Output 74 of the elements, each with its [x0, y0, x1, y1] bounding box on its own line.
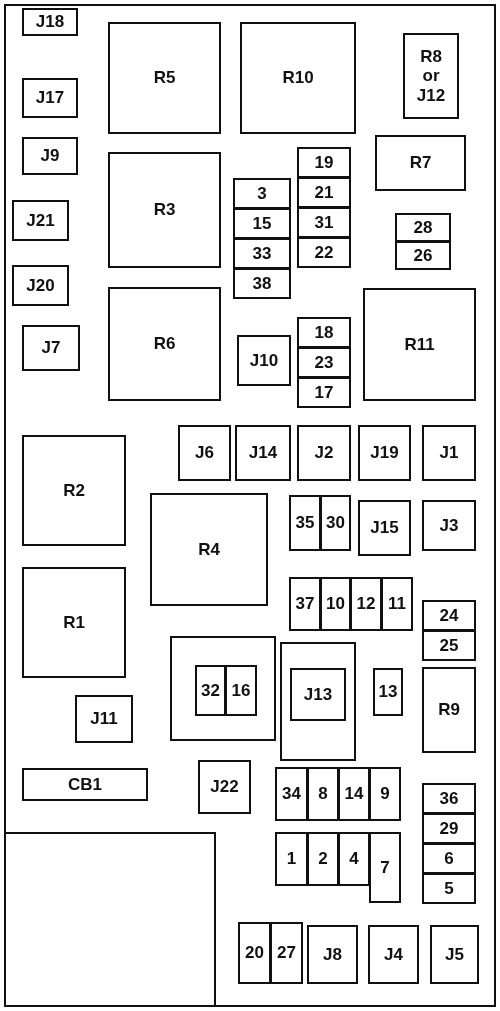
- slot-box: 2: [307, 832, 339, 886]
- slot-box: 34: [275, 767, 308, 821]
- slot-box: J1: [422, 425, 476, 481]
- fuse-box-outline: [4, 4, 496, 1007]
- slot-box: 30: [320, 495, 351, 551]
- slot-box: 19: [297, 147, 351, 178]
- slot-box: 37: [289, 577, 321, 631]
- slot-box: J5: [430, 925, 479, 984]
- slot-box: 18: [297, 317, 351, 348]
- slot-box: 23: [297, 347, 351, 378]
- slot-box: J8: [307, 925, 358, 984]
- slot-box: 21: [297, 177, 351, 208]
- slot-box: 22: [297, 237, 351, 268]
- slot-box: 38: [233, 268, 291, 299]
- slot-box: 1: [275, 832, 308, 886]
- slot-box: R9: [422, 667, 476, 753]
- slot-box: 11: [381, 577, 413, 631]
- slot-box: 3: [233, 178, 291, 209]
- slot-box: 10: [320, 577, 351, 631]
- slot-box: R8 or J12: [403, 33, 459, 119]
- empty-panel: [6, 832, 216, 1005]
- slot-box: 29: [422, 813, 476, 844]
- slot-box: J17: [22, 78, 78, 118]
- slot-box: J7: [22, 325, 80, 371]
- slot-box: J21: [12, 200, 69, 241]
- slot-box: J10: [237, 335, 291, 386]
- slot-box: J4: [368, 925, 419, 984]
- slot-box: 24: [422, 600, 476, 631]
- slot-box: J13: [290, 668, 346, 721]
- slot-box: 12: [350, 577, 382, 631]
- slot-box: J19: [358, 425, 411, 481]
- slot-box: 14: [338, 767, 370, 821]
- slot-box: R3: [108, 152, 221, 268]
- slot-box: J3: [422, 500, 476, 551]
- slot-box: 31: [297, 207, 351, 238]
- slot-box: 16: [225, 665, 257, 716]
- slot-group-frame: [170, 636, 276, 741]
- slot-box: 6: [422, 843, 476, 874]
- slot-box: J15: [358, 500, 411, 556]
- slot-box: R2: [22, 435, 126, 546]
- slot-box: R1: [22, 567, 126, 678]
- slot-box: J18: [22, 8, 78, 36]
- slot-box: J9: [22, 137, 78, 175]
- slot-box: 9: [369, 767, 401, 821]
- slot-box: R10: [240, 22, 356, 134]
- slot-box: 27: [270, 922, 303, 984]
- slot-box: J6: [178, 425, 231, 481]
- slot-box: 26: [395, 241, 451, 270]
- slot-box: J22: [198, 760, 251, 814]
- slot-box: R6: [108, 287, 221, 401]
- slot-box: 28: [395, 213, 451, 242]
- slot-box: 7: [369, 832, 401, 903]
- slot-group-frame: [280, 642, 356, 761]
- slot-box: J11: [75, 695, 133, 743]
- slot-box: R7: [375, 135, 466, 191]
- slot-box: 36: [422, 783, 476, 814]
- slot-box: R4: [150, 493, 268, 606]
- slot-box: 17: [297, 377, 351, 408]
- slot-box: R11: [363, 288, 476, 401]
- slot-box: 4: [338, 832, 370, 886]
- slot-box: J20: [12, 265, 69, 306]
- slot-box: 13: [373, 668, 403, 716]
- slot-box: R5: [108, 22, 221, 134]
- slot-box: J14: [235, 425, 291, 481]
- slot-box: 25: [422, 630, 476, 661]
- slot-box: 5: [422, 873, 476, 904]
- slot-box: 8: [307, 767, 339, 821]
- slot-box: J2: [297, 425, 351, 481]
- slot-box: 15: [233, 208, 291, 239]
- slot-box: 20: [238, 922, 271, 984]
- slot-box: CB1: [22, 768, 148, 801]
- slot-box: 32: [195, 665, 226, 716]
- slot-box: 33: [233, 238, 291, 269]
- slot-box: 35: [289, 495, 321, 551]
